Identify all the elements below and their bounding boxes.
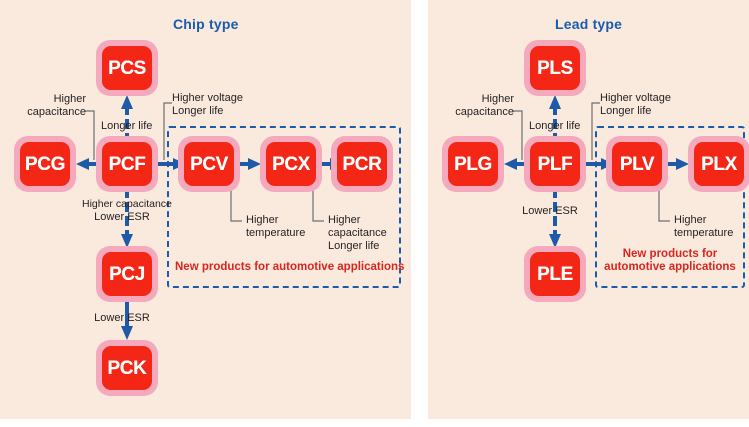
product-box-inner: PCV (184, 142, 234, 186)
product-box-inner: PLV (612, 142, 662, 186)
product-label: PCX (272, 153, 310, 175)
product-box-plg[interactable]: PLG (442, 136, 504, 192)
product-box-pls[interactable]: PLS (524, 40, 586, 96)
leader-higher-capacitance-lead (513, 110, 523, 160)
product-label: PCV (190, 153, 228, 175)
product-box-inner: PCS (102, 46, 152, 90)
product-label: PLE (537, 263, 573, 285)
note-longer-life-lead: Longer life (529, 120, 581, 132)
product-box-pcr[interactable]: PCR (331, 136, 393, 192)
note-longer-life-chip: Longer life (101, 120, 153, 132)
product-box-inner: PCG (20, 142, 70, 186)
note-higher-capacitance-lead: Higher capacitance (442, 93, 514, 119)
panel-title-lead: Lead type (555, 16, 623, 32)
product-box-plx[interactable]: PLX (688, 136, 749, 192)
product-box-inner: PCJ (102, 252, 152, 296)
note-line-2: Lower ESR (94, 211, 150, 223)
new-products-label-chip: New products for automotive applications (175, 261, 405, 273)
new-products-label-line-2: automotive applications (604, 261, 736, 273)
product-box-inner: PCR (337, 142, 387, 186)
product-box-pcg[interactable]: PCG (14, 136, 76, 192)
leader-higher-capacitance-longer-life-chip (312, 190, 324, 222)
note-line-2: capacitance (27, 106, 86, 118)
panel-chip-type: Chip type New products for automotive ap… (0, 0, 411, 419)
product-label: PLG (454, 153, 492, 175)
product-box-pcx[interactable]: PCX (260, 136, 322, 192)
note-higher-temperature-lead: Higher temperature (674, 214, 733, 240)
note-line-1: Higher (53, 93, 86, 105)
new-products-label-lead: New products for automotive applications (600, 248, 740, 274)
arrow-pcf-to-pcj (121, 188, 133, 248)
note-line-1: Higher voltage (600, 92, 671, 104)
new-products-region-lead (595, 126, 745, 288)
note-line-2: Longer life (172, 105, 224, 117)
panel-lead-type: Lead type New products for automotive ap… (428, 0, 749, 419)
product-box-inner: PCK (102, 346, 152, 390)
note-lower-esr-chip: Lower ESR (94, 312, 150, 324)
note-line-1: Higher (674, 214, 707, 226)
arrow-plf-to-ple (549, 188, 561, 248)
product-box-plf[interactable]: PLF (524, 136, 586, 192)
product-box-pck[interactable]: PCK (96, 340, 158, 396)
note-line-1: Higher voltage (172, 92, 243, 104)
product-box-inner: PLS (530, 46, 580, 90)
product-box-inner: PCX (266, 142, 316, 186)
note-higher-voltage-lead: Higher voltage Longer life (600, 92, 671, 118)
product-box-inner: PCF (102, 142, 152, 186)
product-box-ple[interactable]: PLE (524, 246, 586, 302)
product-box-inner: PLE (530, 252, 580, 296)
product-box-pcs[interactable]: PCS (96, 40, 158, 96)
product-label: PCS (108, 57, 146, 79)
product-box-pcv[interactable]: PCV (178, 136, 240, 192)
note-line-2: temperature (674, 227, 734, 239)
product-label: PLX (701, 153, 737, 175)
leader-higher-voltage-chip (163, 102, 173, 160)
note-line-2: capacitance (328, 227, 387, 239)
product-label: PCJ (109, 263, 145, 285)
note-line-1: Higher capacitance (82, 198, 172, 210)
leader-higher-voltage-lead (591, 102, 601, 160)
note-higher-capacitance-lower-esr-chip: Higher capacitance Lower ESR (82, 198, 172, 224)
note-line-3: Longer life (328, 240, 380, 252)
product-label: PCR (342, 153, 382, 175)
leader-higher-capacitance-chip (85, 110, 95, 160)
note-line-2: Longer life (600, 105, 652, 117)
note-line-2: temperature (246, 227, 306, 239)
new-products-label-line-1: New products for (622, 248, 718, 260)
product-label: PLF (537, 153, 573, 175)
note-lower-esr-lead: Lower ESR (522, 205, 578, 217)
note-higher-capacitance-chip: Higher capacitance (14, 93, 86, 119)
arrow-plv-to-plx (667, 158, 689, 170)
note-line-1: Higher (481, 93, 514, 105)
note-higher-temperature-chip: Higher temperature (246, 214, 305, 240)
product-box-plv[interactable]: PLV (606, 136, 668, 192)
arrow-pcv-to-pcx (239, 158, 261, 170)
product-box-inner: PLX (694, 142, 744, 186)
note-line-1: Higher (328, 214, 361, 226)
arrow-pcj-to-pck (121, 300, 133, 340)
leader-higher-temperature-lead (658, 190, 670, 222)
product-box-pcj[interactable]: PCJ (96, 246, 158, 302)
leader-higher-temperature-chip (230, 190, 242, 222)
product-label: PCF (108, 153, 146, 175)
product-label: PCG (25, 153, 65, 175)
product-label: PCK (107, 357, 147, 379)
note-line-2: capacitance (455, 106, 514, 118)
panel-title-chip: Chip type (173, 16, 239, 32)
product-label: PLS (537, 57, 573, 79)
product-box-inner: PLG (448, 142, 498, 186)
new-products-region-chip (167, 126, 401, 288)
note-line-1: Higher (246, 214, 279, 226)
note-higher-voltage-chip: Higher voltage Longer life (172, 92, 243, 118)
product-box-inner: PLF (530, 142, 580, 186)
product-box-pcf[interactable]: PCF (96, 136, 158, 192)
note-higher-capacitance-longer-life-chip: Higher capacitance Longer life (328, 214, 387, 253)
product-label: PLV (619, 153, 655, 175)
